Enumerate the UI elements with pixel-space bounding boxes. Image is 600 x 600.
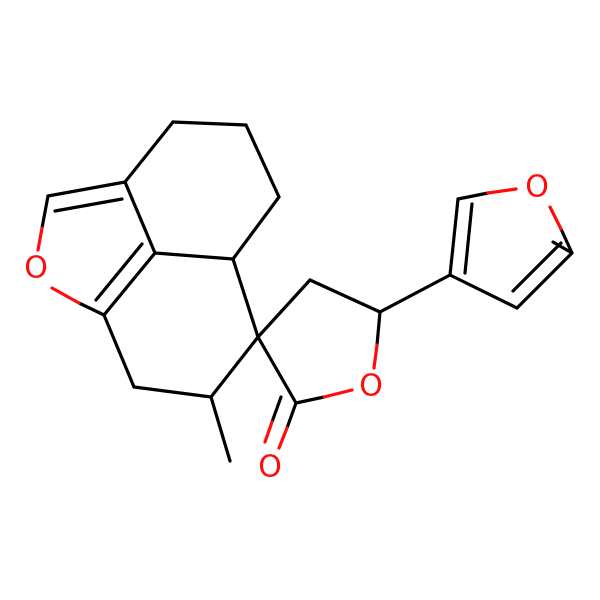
oxygen-atom-furan: O bbox=[525, 170, 549, 205]
bond bbox=[77, 301, 106, 317]
bond bbox=[244, 123, 281, 199]
bond bbox=[123, 120, 175, 184]
bond bbox=[448, 197, 460, 277]
bond bbox=[277, 426, 289, 450]
oxygen-atom-carbonyl: O bbox=[258, 450, 282, 485]
bond bbox=[132, 385, 213, 399]
bond bbox=[308, 278, 382, 314]
bond bbox=[559, 227, 574, 255]
bond bbox=[270, 395, 283, 424]
bond bbox=[456, 191, 490, 201]
bond bbox=[231, 257, 260, 339]
bond bbox=[46, 180, 127, 198]
bond bbox=[102, 313, 136, 389]
bond bbox=[53, 197, 124, 213]
bond bbox=[171, 120, 248, 127]
bonds-single bbox=[102, 120, 574, 463]
bond bbox=[515, 251, 574, 310]
bond bbox=[551, 240, 574, 255]
bond bbox=[256, 335, 298, 405]
bond bbox=[102, 251, 157, 317]
bond bbox=[209, 335, 260, 399]
bond bbox=[486, 187, 518, 195]
bond bbox=[94, 242, 144, 302]
bond bbox=[322, 388, 354, 399]
bond bbox=[36, 226, 44, 252]
bond bbox=[50, 286, 81, 305]
oxygen-atom-lactone-ring: O bbox=[359, 369, 383, 404]
bond bbox=[463, 202, 474, 275]
bond bbox=[372, 343, 379, 370]
atom-labels: O O O O bbox=[24, 170, 549, 485]
bond bbox=[378, 273, 452, 314]
bond bbox=[256, 278, 312, 339]
bond bbox=[294, 395, 326, 405]
bond bbox=[153, 251, 235, 261]
bond bbox=[263, 420, 274, 444]
bond bbox=[40, 194, 50, 230]
bond bbox=[548, 205, 563, 231]
bond bbox=[123, 180, 157, 255]
bond bbox=[511, 241, 563, 293]
bond bbox=[209, 395, 232, 463]
bonds-double bbox=[46, 180, 574, 317]
bond bbox=[448, 273, 519, 310]
bonds-to-oxygen bbox=[36, 187, 574, 450]
bond bbox=[231, 195, 281, 261]
bond bbox=[285, 401, 298, 430]
bond bbox=[375, 310, 382, 347]
oxygen-atom-benzofuran: O bbox=[24, 251, 48, 286]
